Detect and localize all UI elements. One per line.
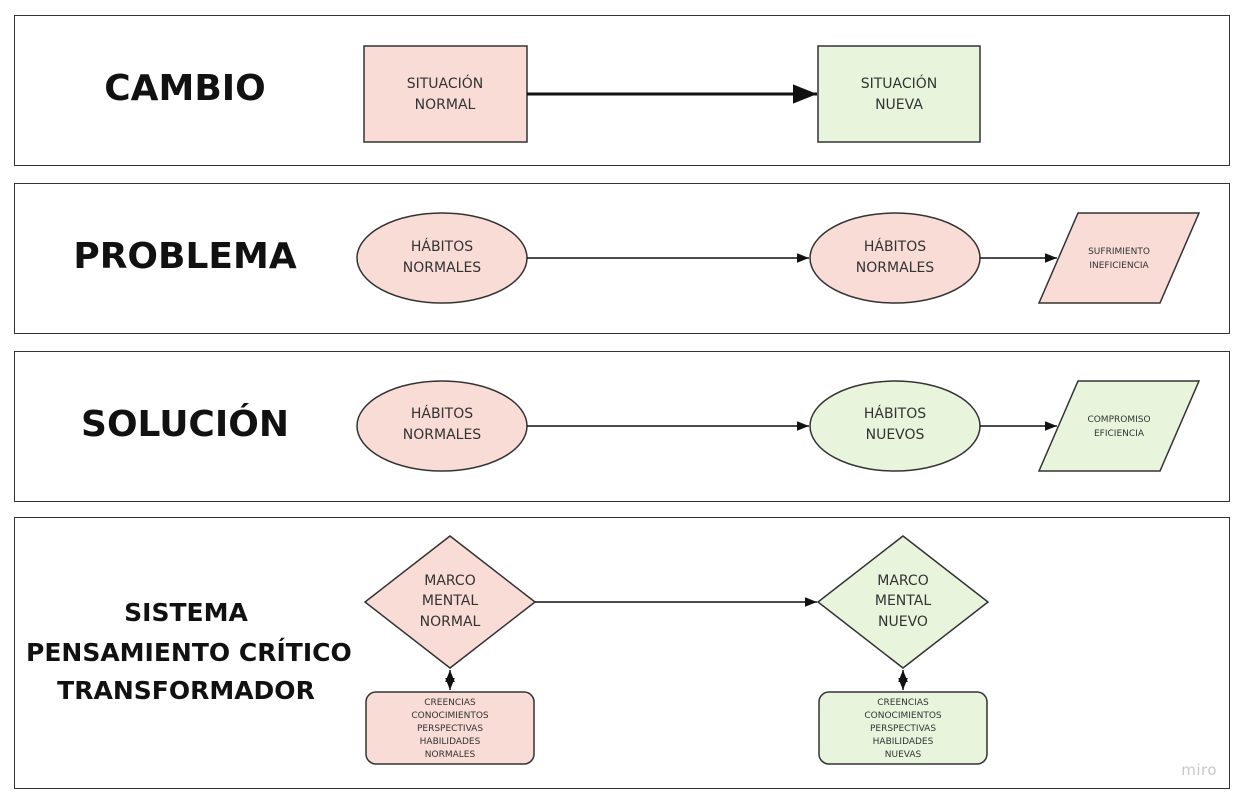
label-left-box-2: CONOCIMIENTOS <box>411 711 489 721</box>
title-problema: PROBLEMA <box>73 236 297 277</box>
label-problema-result-1: SUFRIMIENTO <box>1088 247 1150 257</box>
label-sistema-right-2: MENTAL <box>875 593 931 609</box>
label-left-box-3: PERSPECTIVAS <box>417 724 483 734</box>
label-sistema-right-3: NUEVO <box>878 614 928 630</box>
label-situacion-nueva-1: SITUACIÓN <box>861 74 938 92</box>
title-sistema-1: SISTEMA <box>124 598 248 627</box>
label-problema-result-2: INEFICIENCIA <box>1089 261 1149 271</box>
label-right-box-4: HABILIDADES <box>873 737 934 747</box>
ellipse-solucion-habitos-normales <box>356 380 528 472</box>
title-sistema-3: TRANSFORMADOR <box>57 676 315 705</box>
ellipse-problema-habitos-normales-2 <box>809 212 981 304</box>
label-sistema-left-2: MENTAL <box>422 593 478 609</box>
label-right-box-3: PERSPECTIVAS <box>870 724 936 734</box>
label-problema-left-1: HÁBITOS <box>411 238 473 255</box>
diamond-marco-mental-nuevo <box>816 535 990 669</box>
title-sistema-2: PENSAMIENTO CRÍTICO <box>26 638 352 667</box>
ellipse-solucion-habitos-nuevos <box>809 380 981 472</box>
panel-cambio <box>14 15 1230 166</box>
label-solucion-mid-1: HÁBITOS <box>864 405 926 422</box>
label-problema-mid-2: NORMALES <box>856 260 935 276</box>
label-sistema-left-1: MARCO <box>424 573 475 589</box>
label-solucion-result-2: EFICIENCIA <box>1094 429 1145 439</box>
label-right-box-2: CONOCIMIENTOS <box>864 711 942 721</box>
label-right-box-5: NUEVAS <box>885 750 922 760</box>
label-solucion-result-1: COMPROMISO <box>1087 415 1150 425</box>
label-situacion-normal-2: NORMAL <box>415 97 476 113</box>
label-situacion-nueva-2: NUEVA <box>875 97 923 113</box>
label-left-box-1: CREENCIAS <box>424 698 476 708</box>
ellipse-problema-habitos-normales <box>356 212 528 304</box>
label-sistema-right-1: MARCO <box>877 573 928 589</box>
box-creencias-normales <box>365 691 535 765</box>
label-left-box-5: NORMALES <box>425 750 476 760</box>
label-sistema-left-3: NORMAL <box>420 614 481 630</box>
title-solucion: SOLUCIÓN <box>81 404 289 445</box>
label-problema-left-2: NORMALES <box>403 260 482 276</box>
parallelogram-compromiso <box>1037 380 1201 472</box>
diamond-marco-mental-normal <box>363 535 537 669</box>
label-problema-mid-1: HÁBITOS <box>864 238 926 255</box>
label-right-box-1: CREENCIAS <box>877 698 929 708</box>
panel-sistema <box>14 517 1230 789</box>
label-situacion-normal-1: SITUACIÓN <box>407 74 484 92</box>
parallelogram-sufrimiento <box>1037 212 1201 304</box>
title-cambio: CAMBIO <box>104 68 266 109</box>
box-situacion-nueva <box>817 45 981 143</box>
label-solucion-left-2: NORMALES <box>403 427 482 443</box>
box-creencias-nuevas <box>818 691 988 765</box>
label-left-box-4: HABILIDADES <box>420 737 481 747</box>
box-situacion-normal <box>363 45 528 143</box>
miro-watermark: miro <box>1181 761 1217 779</box>
label-solucion-left-1: HÁBITOS <box>411 405 473 422</box>
label-solucion-mid-2: NUEVOS <box>866 427 925 443</box>
